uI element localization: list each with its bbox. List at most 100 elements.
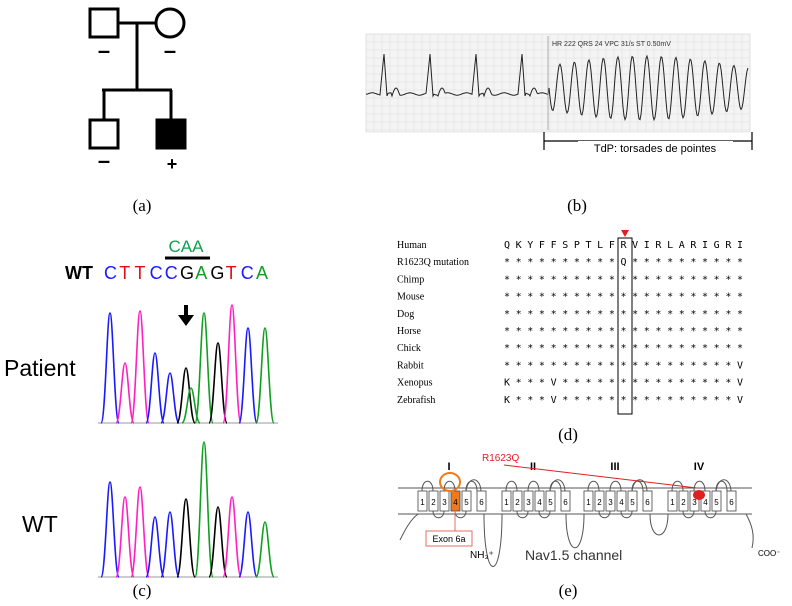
residue: * bbox=[655, 378, 661, 389]
segment-number: 6 bbox=[729, 498, 734, 507]
residue: * bbox=[714, 309, 720, 320]
residue: * bbox=[586, 395, 592, 406]
segment-S2 bbox=[428, 490, 439, 512]
residue: V bbox=[737, 360, 743, 371]
residue: * bbox=[714, 395, 720, 406]
mother-genotype: – bbox=[164, 38, 176, 63]
residue: * bbox=[737, 274, 743, 285]
residue: * bbox=[516, 378, 522, 389]
sibling-square bbox=[88, 118, 120, 150]
residue: * bbox=[609, 309, 615, 320]
residue: * bbox=[655, 292, 661, 303]
segment-S1 bbox=[667, 490, 678, 512]
residue: * bbox=[527, 395, 533, 406]
residue: * bbox=[644, 309, 650, 320]
residue: * bbox=[679, 378, 685, 389]
species-label: Chimp bbox=[397, 274, 424, 285]
residue: * bbox=[620, 395, 626, 406]
wt-base-7: G bbox=[210, 263, 224, 283]
residue: * bbox=[516, 257, 522, 268]
residue: * bbox=[655, 326, 661, 337]
segment-S3 bbox=[523, 490, 534, 512]
wt-trace-label: WT bbox=[22, 511, 58, 537]
segment-number: 3 bbox=[692, 498, 697, 507]
segment-S1 bbox=[417, 490, 428, 512]
residue: A bbox=[679, 240, 685, 251]
segment-S6 bbox=[560, 490, 571, 512]
residue: * bbox=[586, 309, 592, 320]
residue: * bbox=[539, 395, 545, 406]
residue: * bbox=[516, 326, 522, 337]
residue: * bbox=[702, 274, 708, 285]
residue: * bbox=[714, 343, 720, 354]
chromatogram-peak bbox=[130, 486, 150, 578]
residue: * bbox=[504, 274, 510, 285]
segment-S6 bbox=[476, 490, 487, 512]
residue: * bbox=[562, 395, 568, 406]
segment-S1 bbox=[501, 490, 512, 512]
residue: * bbox=[516, 360, 522, 371]
residue: T bbox=[586, 240, 592, 251]
chromatogram-peak bbox=[208, 342, 228, 424]
residue: * bbox=[527, 326, 533, 337]
residue: * bbox=[679, 326, 685, 337]
chromatogram-peak bbox=[100, 481, 120, 578]
residue: * bbox=[574, 343, 580, 354]
residue: * bbox=[504, 309, 510, 320]
residue: * bbox=[574, 395, 580, 406]
wt-base-2: T bbox=[134, 263, 145, 283]
domain-label: I bbox=[447, 461, 450, 473]
chromatogram-peak bbox=[100, 312, 120, 424]
residue: * bbox=[632, 257, 638, 268]
residue: * bbox=[504, 360, 510, 371]
residue: * bbox=[667, 257, 673, 268]
residue: R bbox=[655, 240, 662, 251]
residue: V bbox=[551, 378, 557, 389]
segment-number: 4 bbox=[537, 498, 542, 507]
residue: * bbox=[504, 343, 510, 354]
residue: * bbox=[504, 326, 510, 337]
residue: * bbox=[551, 326, 557, 337]
residue: * bbox=[667, 326, 673, 337]
residue: * bbox=[725, 343, 731, 354]
residue: * bbox=[714, 360, 720, 371]
pedigree: – – – + bbox=[88, 7, 187, 174]
residue: * bbox=[679, 360, 685, 371]
residue: * bbox=[714, 257, 720, 268]
residue: R bbox=[725, 240, 732, 251]
patient-chromatogram bbox=[98, 304, 278, 424]
chromatogram-peak bbox=[160, 511, 180, 578]
wt-chromatogram bbox=[98, 441, 278, 578]
ecg-strip: HR 222 QRS 24 VPC 31/s ST 0.50mV TdP: to… bbox=[365, 33, 753, 155]
residue: * bbox=[562, 292, 568, 303]
residue: F bbox=[609, 240, 615, 251]
domain-label: III bbox=[610, 461, 619, 473]
residue: * bbox=[562, 309, 568, 320]
chromatogram-peak bbox=[130, 310, 150, 424]
c-terminus-label: COO⁻ bbox=[758, 549, 780, 558]
residue: * bbox=[725, 274, 731, 285]
mutation-label: R1623Q bbox=[482, 453, 519, 464]
residue: F bbox=[539, 240, 545, 251]
segment-number: 4 bbox=[453, 498, 458, 507]
residue: Q bbox=[504, 240, 510, 251]
residue: * bbox=[690, 395, 696, 406]
residue: * bbox=[725, 326, 731, 337]
wt-base-8: T bbox=[226, 263, 237, 283]
segment-number: 2 bbox=[681, 498, 686, 507]
residue: * bbox=[516, 274, 522, 285]
residue: * bbox=[679, 257, 685, 268]
residue: * bbox=[702, 360, 708, 371]
wt-base-6: A bbox=[195, 263, 207, 283]
residue: * bbox=[632, 326, 638, 337]
residue: I bbox=[644, 240, 650, 251]
chromatogram-peak bbox=[222, 304, 242, 424]
segment-number: 1 bbox=[670, 498, 675, 507]
segment-number: 6 bbox=[563, 498, 568, 507]
mutant-codon: CAA bbox=[169, 237, 205, 256]
residue: * bbox=[737, 292, 743, 303]
residue: * bbox=[702, 309, 708, 320]
chromatogram-peak bbox=[255, 327, 275, 424]
residue: * bbox=[551, 343, 557, 354]
